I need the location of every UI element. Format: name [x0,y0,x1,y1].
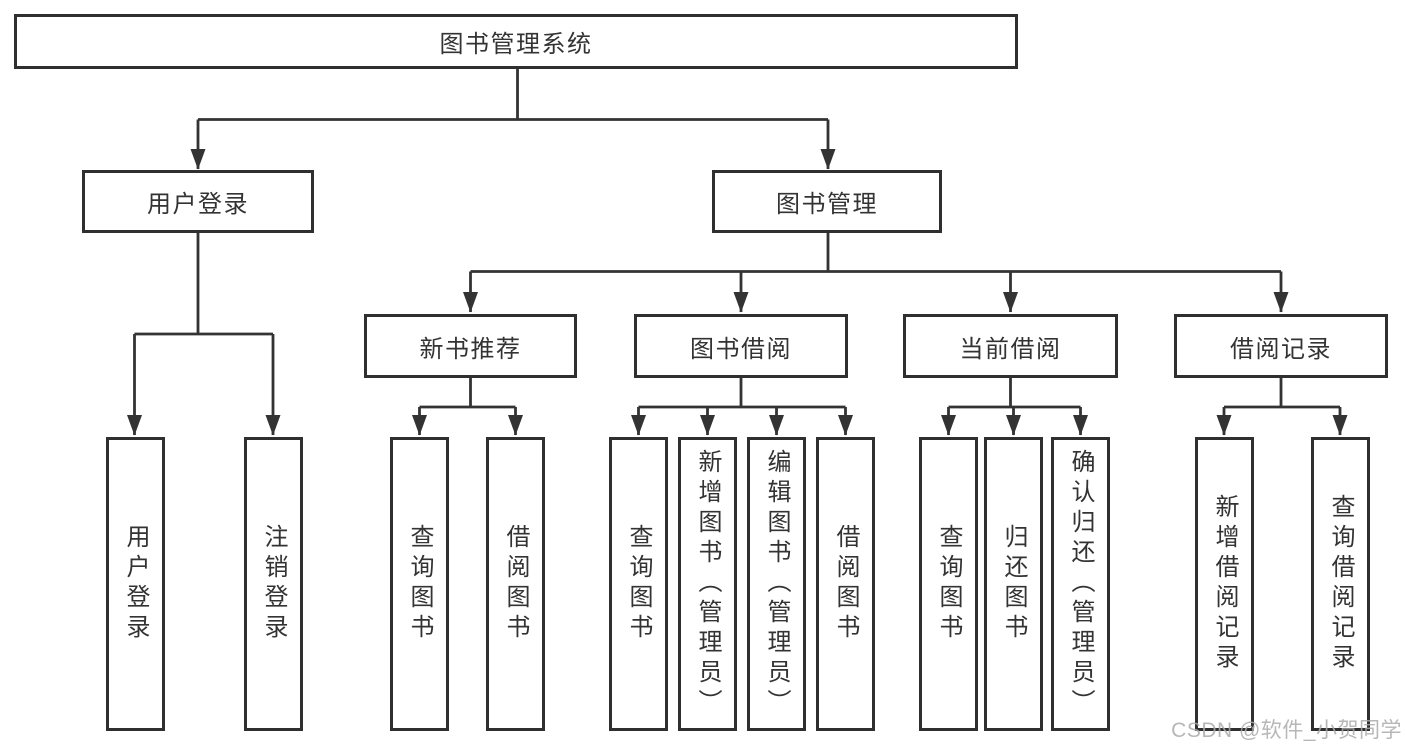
leaf-borrow-books-recommend: 借阅图书 [486,437,545,731]
leaf-borrow-books-borrowing: 借阅图书 [816,437,875,731]
node-borrowing-records: 借阅记录 [1174,314,1388,378]
leaf-edit-book-admin: 编辑图书（管理员） [747,437,806,731]
node-current-borrowing: 当前借阅 [903,314,1118,378]
leaf-add-book-admin: 新增图书（管理员） [678,437,737,731]
leaf-query-books-current: 查询图书 [919,437,978,731]
node-library-management-system: 图书管理系统 [14,14,1018,69]
node-new-book-recommend: 新书推荐 [364,314,577,378]
leaf-query-books-recommend: 查询图书 [390,437,449,731]
csdn-watermark: CSDN @软件_小贺同学 [1171,719,1402,742]
leaf-query-books-borrowing: 查询图书 [609,437,668,731]
node-user-login: 用户登录 [82,170,314,233]
leaf-query-borrow-record: 查询借阅记录 [1311,437,1370,731]
leaf-add-borrow-record: 新增借阅记录 [1195,437,1254,731]
leaf-user-login: 用户登录 [106,437,165,731]
node-book-borrowing: 图书借阅 [634,314,848,378]
leaf-confirm-return-admin: 确认归还（管理员） [1051,437,1110,731]
leaf-return-book: 归还图书 [984,437,1043,731]
node-book-management: 图书管理 [712,170,942,233]
leaf-logout: 注销登录 [244,437,303,731]
